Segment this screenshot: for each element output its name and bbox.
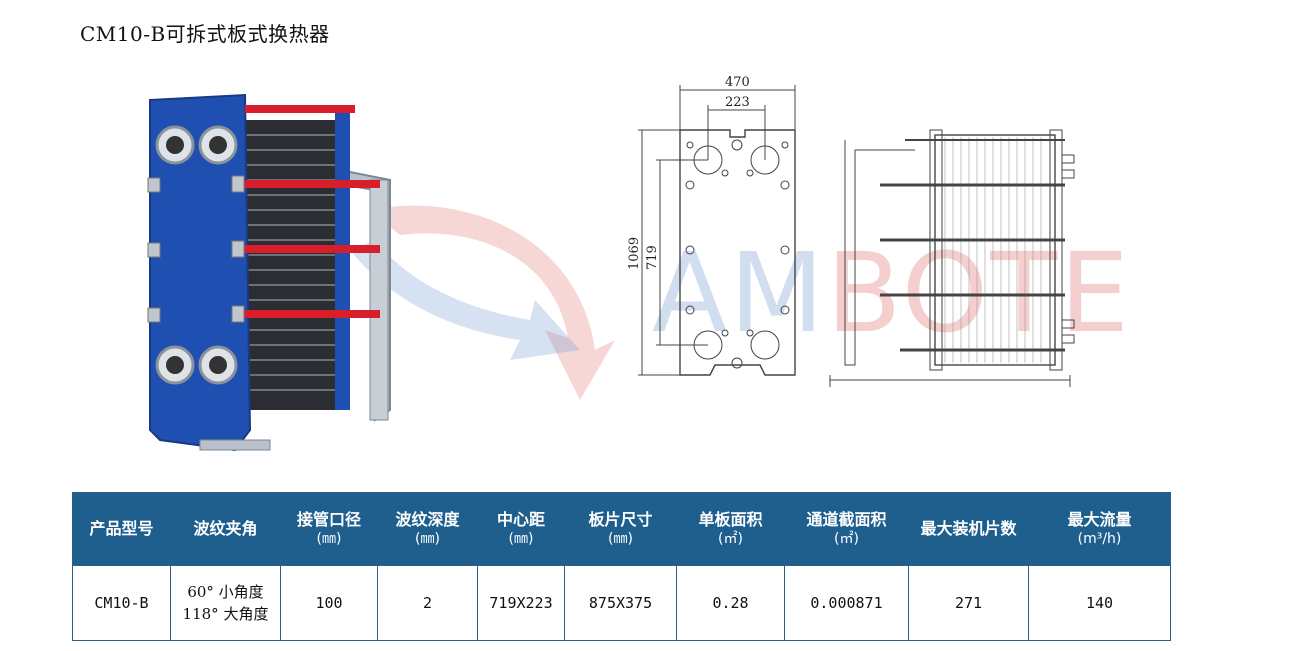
- table-header-row: 产品型号 波纹夹角 接管口径(㎜) 波纹深度(㎜) 中心距(㎜) 板片尺寸(㎜)…: [72, 492, 1171, 566]
- header-cell: 单板面积(㎡): [676, 492, 785, 566]
- header-cell: 接管口径(㎜): [280, 492, 378, 566]
- dim-height-outer: 1069: [627, 237, 642, 270]
- angle-large: 118° 大角度: [182, 605, 269, 623]
- header-cell: 板片尺寸(㎜): [564, 492, 677, 566]
- watermark-part2: BOTE: [826, 229, 1131, 357]
- watermark-arrow-icon: [350, 205, 615, 400]
- cell-channel-area: 0.000871: [784, 565, 909, 641]
- dim-width-outer: 470: [725, 75, 750, 90]
- cell-model: CM10-B: [72, 565, 171, 641]
- header-cell: 最大装机片数: [908, 492, 1029, 566]
- dim-height-inner: 719: [645, 245, 660, 270]
- cell-max-plates: 271: [908, 565, 1029, 641]
- cell-depth: 2: [377, 565, 478, 641]
- cell-port: 100: [280, 565, 378, 641]
- header-cell: 最大流量(m³/h): [1028, 492, 1171, 566]
- cell-plate-size: 875X375: [564, 565, 677, 641]
- cell-max-flow: 140: [1028, 565, 1171, 641]
- spec-table: 产品型号 波纹夹角 接管口径(㎜) 波纹深度(㎜) 中心距(㎜) 板片尺寸(㎜)…: [72, 492, 1171, 641]
- cell-angles: 60° 小角度 118° 大角度: [170, 565, 281, 641]
- cell-center-distance: 719X223: [477, 565, 565, 641]
- header-cell: 波纹夹角: [170, 492, 281, 566]
- front-view-drawing: 470 223 1069 719: [627, 75, 796, 376]
- header-cell: 中心距(㎜): [477, 492, 565, 566]
- header-cell: 通道截面积(㎡): [784, 492, 909, 566]
- angle-small: 60° 小角度: [187, 583, 264, 601]
- dim-width-inner: 223: [725, 95, 750, 110]
- header-cell: 产品型号: [72, 492, 171, 566]
- heat-exchanger-photo: [147, 93, 391, 452]
- figure-area: AMBOTE: [0, 60, 1311, 480]
- header-cell: 波纹深度(㎜): [377, 492, 478, 566]
- side-view-drawing: [829, 129, 1075, 387]
- cell-plate-area: 0.28: [676, 565, 785, 641]
- page-title: CM10-B可拆式板式换热器: [80, 22, 330, 46]
- table-row: CM10-B 60° 小角度 118° 大角度 100 2 719X223 87…: [72, 565, 1171, 641]
